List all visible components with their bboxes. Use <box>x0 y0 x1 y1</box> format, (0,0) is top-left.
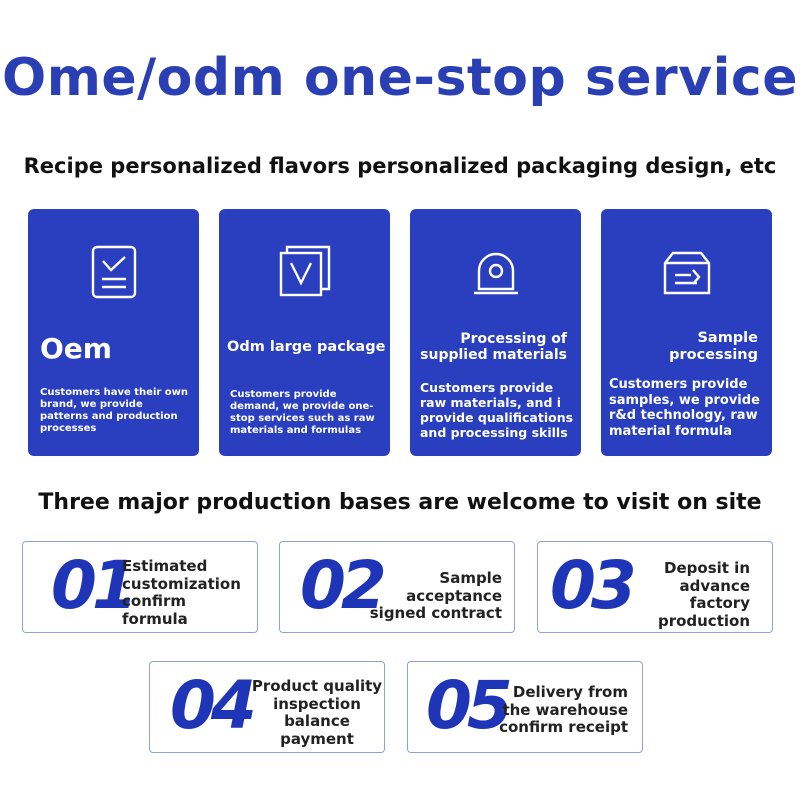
step-number: 01 <box>51 547 138 624</box>
service-card-sample-processing: Sample processing Customers provide samp… <box>601 209 772 456</box>
process-step-01: 01 Estimated customization confirm formu… <box>22 541 258 633</box>
step-text: Delivery from the warehouse confirm rece… <box>499 683 628 737</box>
process-step-04: 04 Product quality inspection balance pa… <box>149 661 385 753</box>
process-step-02: 02 Sample acceptance signed contract <box>279 541 515 633</box>
card-title: Sample processing <box>669 330 758 363</box>
process-step-05: 05 Delivery from the warehouse confirm r… <box>407 661 643 753</box>
step-number: 04 <box>170 667 257 744</box>
step-text: Deposit in advance factory production <box>657 559 750 631</box>
card-title: Odm large package <box>227 339 386 355</box>
document-check-icon <box>89 243 139 303</box>
service-card-supplied-materials: Processing of supplied materials Custome… <box>410 209 581 456</box>
card-title: Oem <box>40 332 112 365</box>
step-text: Product quality inspection balance payme… <box>251 677 383 749</box>
step-number: 05 <box>426 667 513 744</box>
card-description: Customers provide raw materials, and i p… <box>420 380 574 440</box>
alarm-bell-icon <box>471 247 521 303</box>
card-description: Customers provide demand, we provide one… <box>230 389 375 436</box>
page-title: Ome/odm one-stop service <box>1 48 798 108</box>
card-title: Processing of supplied materials <box>420 331 567 364</box>
box-arrow-icon <box>661 249 713 303</box>
page-subtitle: Recipe personalized flavors personalized… <box>23 154 777 178</box>
step-text: Estimated customization confirm formula <box>122 557 241 629</box>
service-card-oem: Oem Customers have their own brand, we p… <box>28 209 199 456</box>
step-number: 02 <box>300 547 387 624</box>
step-text: Sample acceptance signed contract <box>369 569 502 623</box>
process-step-03: 03 Deposit in advance factory production <box>537 541 773 633</box>
package-check-icon <box>277 243 333 303</box>
service-card-odm: Odm large package Customers provide dema… <box>219 209 390 456</box>
section-title: Three major production bases are welcome… <box>38 490 762 515</box>
card-description: Customers provide samples, we provide r&… <box>609 377 760 439</box>
card-description: Customers have their own brand, we provi… <box>40 387 189 434</box>
step-number: 03 <box>550 547 637 624</box>
